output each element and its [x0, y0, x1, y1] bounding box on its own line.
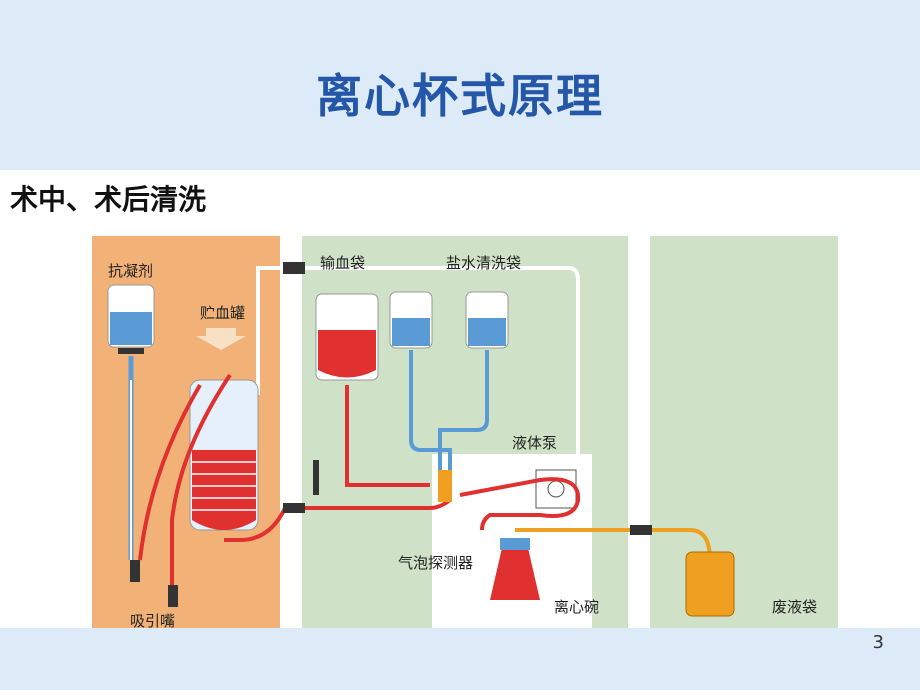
figure-heading: 术中、术后清洗	[10, 183, 207, 216]
fluid-pump	[535, 469, 577, 509]
reservoir-arrow	[196, 328, 246, 350]
label-anticoagulant: 抗凝剂	[108, 262, 153, 280]
saline-bag-1	[389, 291, 433, 349]
top-tube	[256, 266, 580, 470]
label-transfusion-bag: 输血袋	[320, 254, 365, 272]
centrifuge-bowl	[490, 538, 540, 600]
transfusion-bag	[315, 293, 379, 381]
label-suction: 吸引嘴	[130, 612, 175, 630]
label-saline-bag: 盐水清洗袋	[446, 254, 521, 272]
saline-bag-2	[465, 291, 509, 349]
connector-top	[283, 262, 305, 274]
green-zone-right	[650, 236, 838, 628]
suction-lines	[138, 373, 232, 600]
anticoagulant-bag	[107, 284, 155, 354]
waste-bag	[685, 551, 735, 617]
label-bubble-detector: 气泡探测器	[398, 554, 473, 572]
label-centrifuge-bowl: 离心碗	[554, 598, 599, 616]
slide-title: 离心杯式原理	[316, 69, 604, 123]
connector-mid	[283, 503, 305, 513]
label-waste-bag: 废液袋	[772, 598, 817, 616]
reservoir	[189, 379, 259, 531]
label-reservoir: 贮血罐	[200, 304, 245, 322]
connector-waste	[630, 525, 652, 535]
saline-lines	[409, 350, 489, 470]
page-number: 3	[872, 632, 884, 653]
label-fluid-pump: 液体泵	[512, 434, 557, 452]
